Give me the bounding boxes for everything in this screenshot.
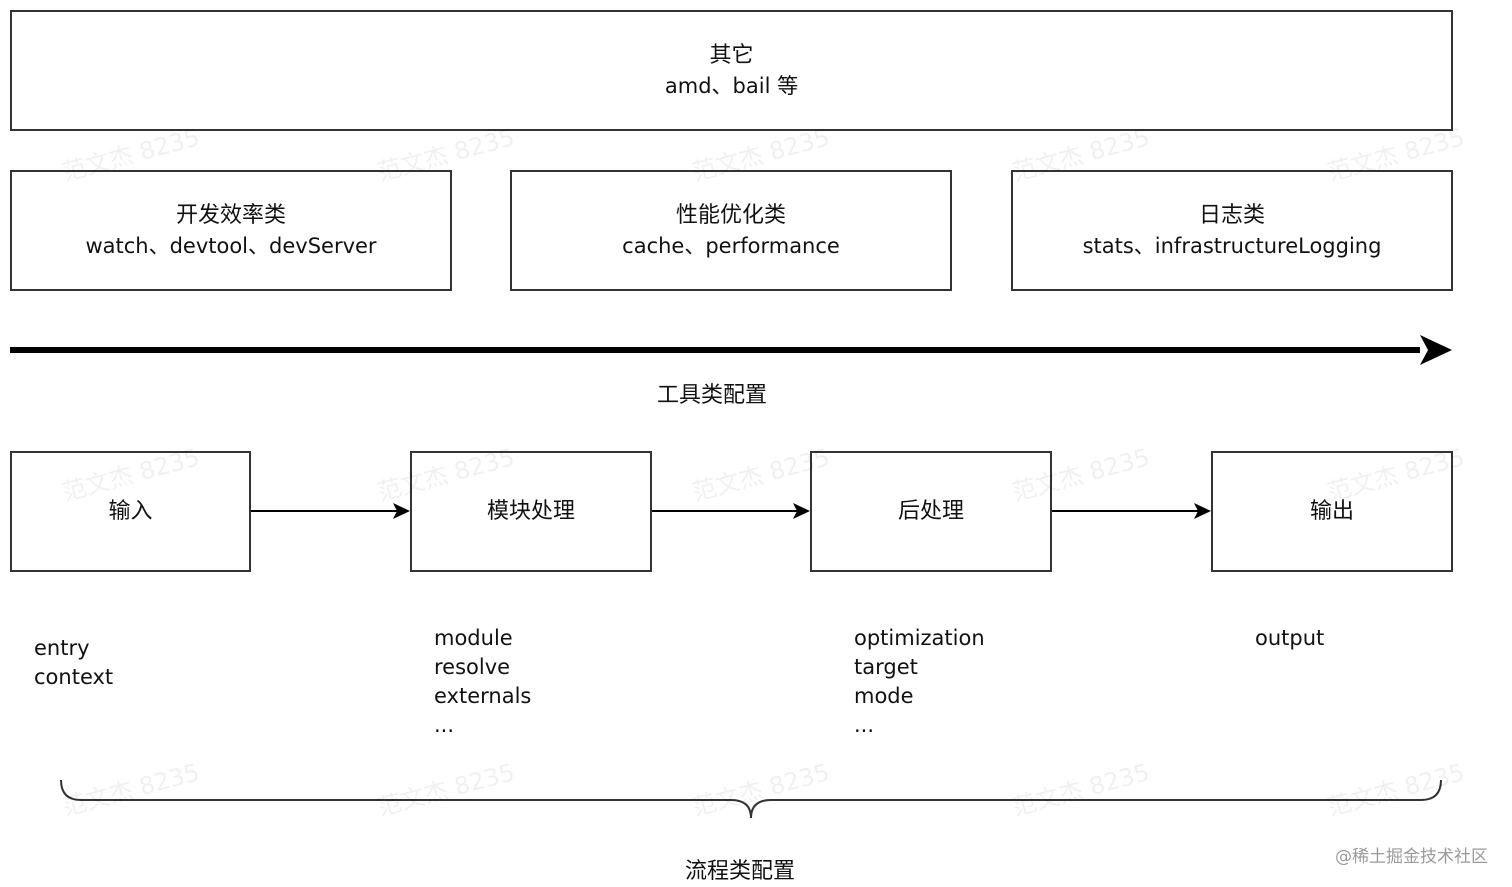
logging-title: 日志类	[1198, 202, 1265, 228]
flow-brace	[60, 779, 1442, 819]
other-config-title: 其它	[709, 42, 754, 68]
performance-box: 性能优化类 cache、performance	[510, 170, 952, 291]
output-options: output	[1255, 626, 1325, 650]
input-options: entry context	[34, 636, 114, 689]
logging-items: stats、infrastructureLogging	[1082, 233, 1382, 258]
flow-step-input: 输入	[10, 451, 251, 572]
flow-arrowhead-2	[793, 503, 810, 519]
flow-step-output-label: 输出	[1309, 499, 1354, 524]
flow-arrowhead-1	[393, 503, 410, 519]
performance-items: cache、performance	[622, 233, 840, 258]
flow-step-module: 模块处理	[410, 451, 652, 572]
post-options: optimization target mode ...	[854, 626, 985, 737]
flow-label: 流程类配置	[684, 859, 795, 884]
flow-step-input-label: 输入	[108, 499, 153, 524]
flow-arrowhead-3	[1194, 503, 1211, 519]
logging-box: 日志类 stats、infrastructureLogging	[1011, 170, 1453, 291]
source-credit: @稀土掘金技术社区	[1335, 847, 1488, 867]
dev-efficiency-items: watch、devtool、devServer	[85, 233, 377, 258]
other-config-box: 其它 amd、bail 等	[10, 10, 1453, 131]
module-options: module resolve externals ...	[434, 626, 532, 737]
performance-title: 性能优化类	[675, 202, 786, 228]
flow-step-post-label: 后处理	[897, 499, 964, 524]
tool-axis-label: 工具类配置	[656, 383, 767, 408]
dev-efficiency-title: 开发效率类	[175, 202, 286, 228]
other-config-items: amd、bail 等	[664, 73, 799, 98]
flow-step-module-label: 模块处理	[486, 499, 575, 524]
flow-step-output: 输出	[1211, 451, 1453, 572]
tool-axis-arrowhead	[1420, 335, 1452, 365]
dev-efficiency-box: 开发效率类 watch、devtool、devServer	[10, 170, 452, 291]
flow-step-post: 后处理	[810, 451, 1052, 572]
